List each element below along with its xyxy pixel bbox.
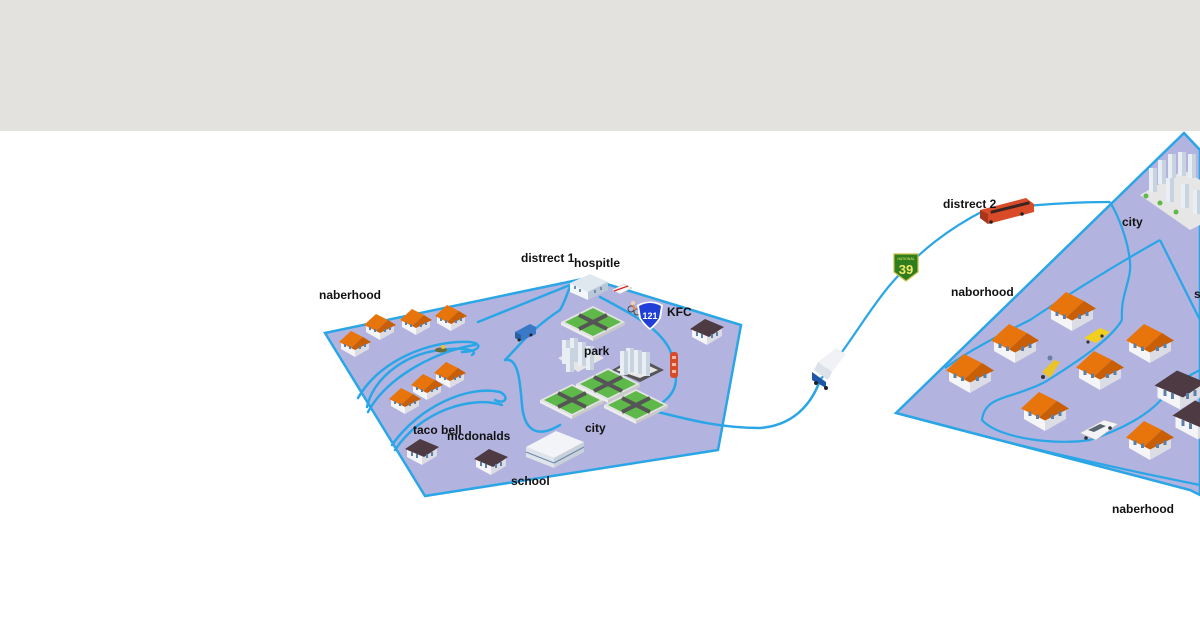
- school-building[interactable]: [525, 431, 585, 468]
- district-1-city-blocks[interactable]: [538, 338, 670, 426]
- hospital-label: hospitle: [574, 256, 621, 270]
- hospital-building[interactable]: [570, 274, 608, 300]
- district-2-neighborhood-bottom-label: naberhood: [1112, 502, 1174, 516]
- intercity-road: [819, 200, 1111, 381]
- kfc-label: KFC: [667, 305, 692, 319]
- ambulance-icon: [611, 283, 633, 295]
- district-1-region[interactable]: [323, 276, 743, 498]
- district-2-partial-label: s: [1194, 287, 1200, 301]
- district-2-label: distrect 2: [943, 197, 997, 211]
- school-label: school: [511, 474, 550, 488]
- motorbike-icon: [435, 345, 447, 353]
- national-badge-caption: NATIONAL: [897, 257, 914, 261]
- mcdonalds-label: mcdonalds: [447, 429, 511, 443]
- district-2-city-blocks[interactable]: [1140, 152, 1200, 230]
- toolbar-area: [0, 0, 1200, 131]
- district-1-label: distrect 1: [521, 251, 575, 265]
- truck-icon[interactable]: [812, 348, 846, 390]
- district-1-city-label: city: [585, 421, 606, 435]
- cyclist-icon: [627, 301, 641, 316]
- district-2-city-label: city: [1122, 215, 1143, 229]
- route-121-badge[interactable]: 121: [637, 301, 663, 331]
- van-icon: [515, 324, 536, 342]
- district-2-routes: [895, 201, 1200, 487]
- district-1-neighborhood-label: naberhood: [319, 288, 381, 302]
- district-1-routes: [356, 280, 822, 452]
- sedan-icon: [1079, 419, 1119, 441]
- route-121-number: 121: [642, 311, 657, 321]
- tram-icon: [670, 352, 678, 378]
- park-label: park: [584, 344, 610, 358]
- taco-bell-label: taco bell: [413, 423, 462, 437]
- national-39-badge[interactable]: NATIONAL 39: [893, 253, 919, 282]
- bus-icon[interactable]: [980, 198, 1034, 224]
- district-2-region[interactable]: [893, 131, 1200, 497]
- national-badge-number: 39: [899, 262, 913, 277]
- taxi-icon: [1084, 328, 1110, 344]
- district-2-neighborhood-top-label: naborhood: [951, 285, 1014, 299]
- scooter-icon: [1041, 355, 1060, 379]
